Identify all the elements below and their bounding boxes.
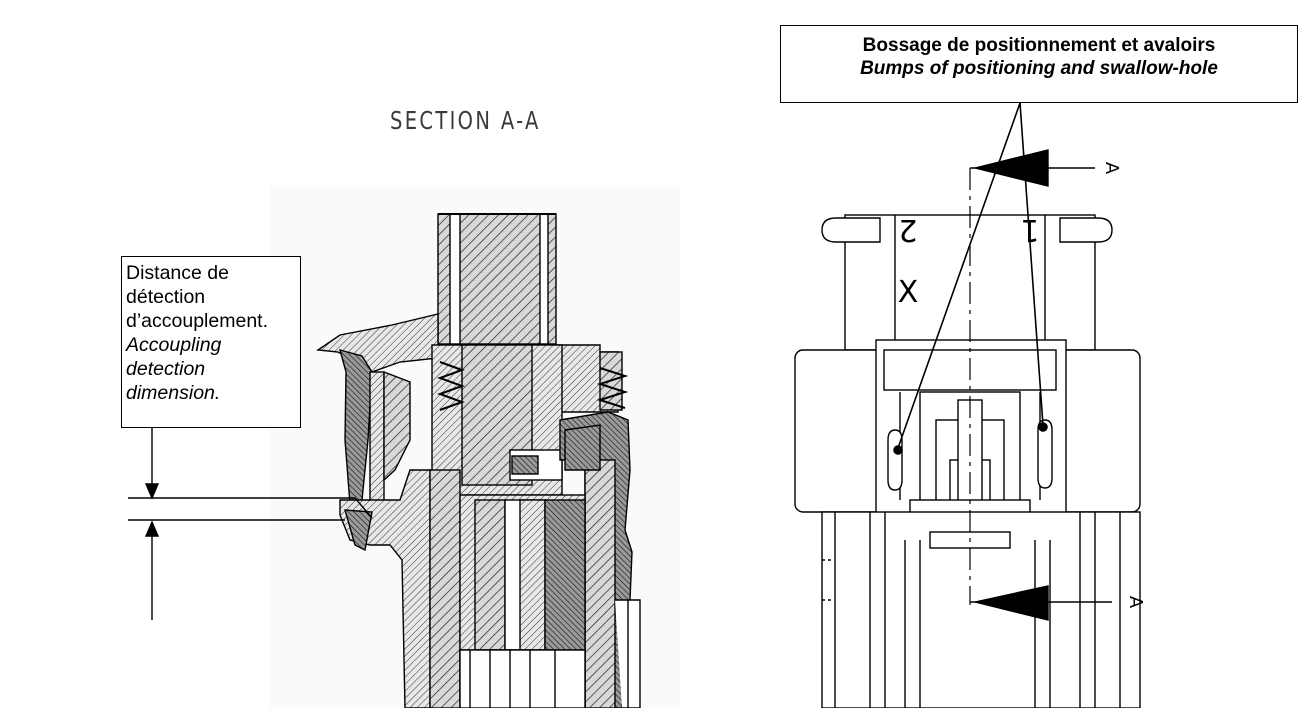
part-mark-2: 2 bbox=[898, 212, 917, 247]
detection-distance-callout: Distance de détection d’accouplement. Ac… bbox=[121, 256, 301, 428]
front-view: A A 2 1 X bbox=[794, 102, 1146, 709]
callout-leader-lines bbox=[893, 102, 1048, 455]
detection-dimension bbox=[128, 428, 373, 620]
section-cut-bottom: A bbox=[970, 585, 1146, 621]
callout-en-line2: dimension. bbox=[126, 382, 221, 404]
section-title: SECTION A-A bbox=[390, 106, 541, 135]
spring-right bbox=[596, 367, 629, 409]
section-cut-top: A bbox=[970, 149, 1122, 187]
section-view bbox=[128, 185, 680, 709]
callout-fr-line2: d’accouplement. bbox=[126, 310, 269, 332]
spring-left bbox=[437, 361, 465, 411]
part-mark-x: X bbox=[898, 275, 919, 310]
callout-fr-line1: Distance de détection bbox=[126, 262, 229, 308]
positioning-bumps-callout: Bossage de positionnement et avaloirs Bu… bbox=[780, 25, 1298, 103]
callout-en-line1: Accoupling detection bbox=[126, 334, 222, 380]
section-mark-bottom: A bbox=[1125, 596, 1146, 609]
part-mark-1: 1 bbox=[1020, 212, 1039, 247]
callout-right-en: Bumps of positioning and swallow-hole bbox=[860, 58, 1218, 79]
section-mark-top: A bbox=[1101, 162, 1122, 175]
callout-right-fr: Bossage de positionnement et avaloirs bbox=[862, 35, 1216, 56]
